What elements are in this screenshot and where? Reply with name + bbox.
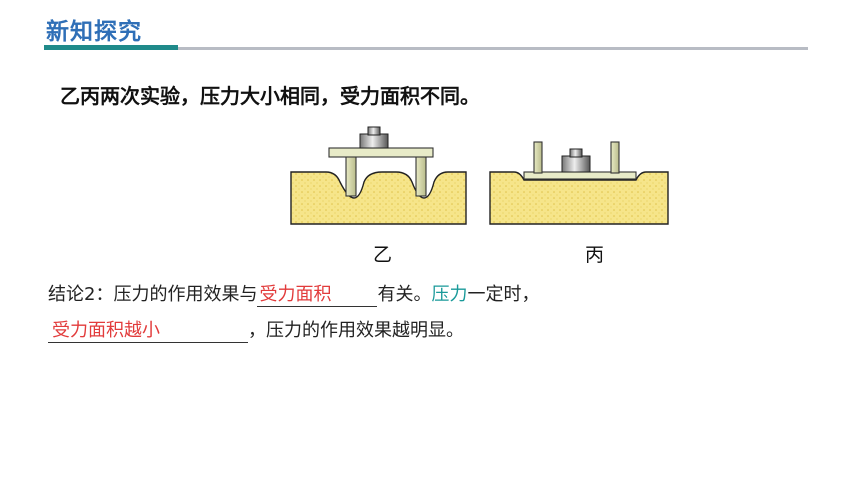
emphasis-pressure: 压力 xyxy=(431,284,468,305)
answer-blank-2: 受力面积越小 xyxy=(48,320,248,343)
conclusion-line-1: 结论2：压力的作用效果与受力面积有关。压力一定时， xyxy=(48,280,539,307)
conclusion-prefix: 结论2：压力的作用效果与 xyxy=(48,284,258,305)
experiment-figure xyxy=(290,126,669,225)
experiment-yi-illustration xyxy=(290,126,467,225)
label-bing: 丙 xyxy=(585,244,605,266)
intro-statement: 乙丙两次实验，压力大小相同，受力面积不同。 xyxy=(60,84,480,108)
conclusion-mid: 有关。 xyxy=(377,284,432,305)
answer-blank-1: 受力面积 xyxy=(257,284,378,307)
label-yi: 乙 xyxy=(373,244,393,266)
conclusion-line-2: 受力面积越小，压力的作用效果越明显。 xyxy=(48,316,464,343)
conclusion-after-emphasis: 一定时， xyxy=(467,284,540,305)
title-underline-accent xyxy=(44,45,178,50)
experiment-bing-illustration xyxy=(489,141,669,225)
title-underline-rule xyxy=(178,47,808,50)
section-title: 新知探究 xyxy=(46,19,142,45)
conclusion-suffix: ，压力的作用效果越明显。 xyxy=(248,320,464,341)
